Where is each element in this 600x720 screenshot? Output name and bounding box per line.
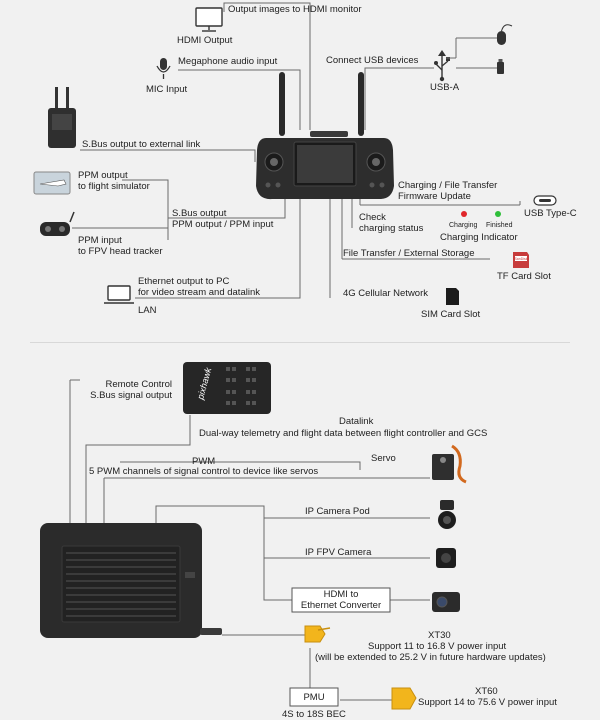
hdmi-ethernet-label-2: Ethernet Converter xyxy=(300,600,382,611)
usb-type-c-label: USB Type-C xyxy=(524,208,577,219)
section-divider xyxy=(30,342,570,343)
xt30-desc-2: (will be extended to 25.2 V in future ha… xyxy=(315,652,546,663)
charging-fw-label-2: Firmware Update xyxy=(398,191,471,202)
hdmi-ethernet-label-1: HDMI to xyxy=(323,589,359,600)
sbus-external-label: S.Bus output to external link xyxy=(82,139,201,150)
xt30-desc-1: Support 11 to 16.8 V power input xyxy=(368,641,507,652)
pwm-label: PWM xyxy=(192,456,216,467)
finished-label: Finished xyxy=(486,222,513,229)
hdmi-output-label: HDMI Output xyxy=(177,35,233,46)
xt60-label: XT60 xyxy=(475,686,498,697)
usb-a-label: USB-A xyxy=(430,82,460,93)
charging-fw-label-1: Charging / File Transfer xyxy=(398,180,498,191)
ip-fpv-camera-label: IP FPV Camera xyxy=(305,547,372,558)
ip-camera-pod-label: IP Camera Pod xyxy=(305,506,370,517)
remote-control-label-1: Remote Control xyxy=(105,379,172,390)
check-charging-label-1: Check xyxy=(359,212,386,223)
check-charging-label-2: charging status xyxy=(359,223,424,234)
servo-label: Servo xyxy=(371,453,396,464)
file-transfer-label: File Transfer / External Storage xyxy=(343,248,475,259)
remote-control-label-2: S.Bus signal output xyxy=(90,390,172,401)
pwm-desc: 5 PWM channels of signal control to devi… xyxy=(89,466,319,477)
ppm-sim-label-2: to flight simulator xyxy=(78,181,150,192)
ppm-fpv-label-2: to FPV head tracker xyxy=(78,246,163,257)
datalink-desc: Dual-way telemetry and flight data betwe… xyxy=(199,428,488,439)
sbus-ppm-label-1: S.Bus output xyxy=(172,208,227,219)
ethernet-pc-label-1: Ethernet output to PC xyxy=(138,276,230,287)
ppm-sim-label-1: PPM output xyxy=(78,170,128,181)
xt60-desc: Support 14 to 75.6 V power input xyxy=(418,697,557,708)
datalink-label: Datalink xyxy=(339,416,374,427)
sbus-ppm-label-2: PPM output / PPM input xyxy=(172,219,274,230)
megaphone-label: Megaphone audio input xyxy=(178,56,278,67)
charging-label: Charging xyxy=(449,222,478,229)
pmu-label: PMU xyxy=(303,692,325,703)
pmu-bec-label: 4S to 18S BEC xyxy=(282,709,346,720)
ethernet-pc-label-2: for video stream and datalink xyxy=(138,287,260,298)
charging-indicator-label: Charging Indicator xyxy=(440,232,518,243)
tf-card-slot-label: TF Card Slot xyxy=(497,271,551,282)
xt30-label: XT30 xyxy=(428,630,451,641)
ppm-fpv-label-1: PPM input xyxy=(78,235,122,246)
connect-usb-label: Connect USB devices xyxy=(326,55,419,66)
cellular-label: 4G Cellular Network xyxy=(343,288,428,299)
sim-card-slot-label: SIM Card Slot xyxy=(421,309,481,320)
hdmi-output-desc: Output images to HDMI monitor xyxy=(228,4,362,15)
mic-input-label: MIC Input xyxy=(146,84,188,95)
lan-label: LAN xyxy=(138,305,157,316)
